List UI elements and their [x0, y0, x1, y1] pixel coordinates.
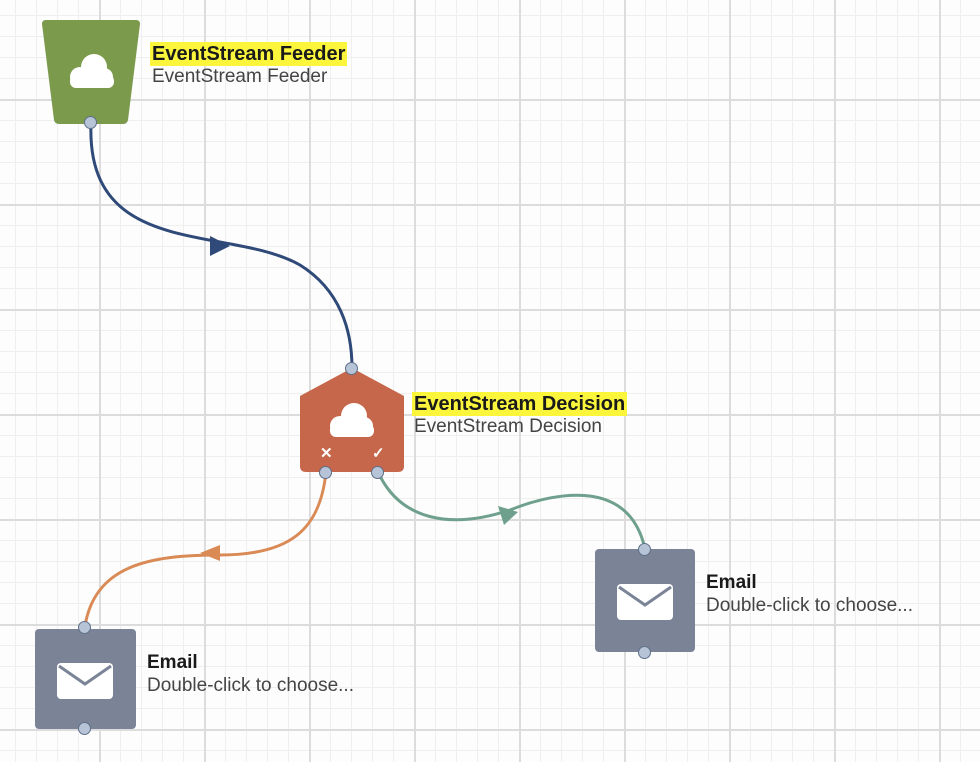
cloud-icon: [70, 54, 114, 88]
connector-decision-to-email-left[interactable]: [83, 471, 328, 627]
email-shape-right: [595, 549, 695, 652]
eventstream-decision-node[interactable]: [300, 368, 404, 472]
decision-input-port[interactable]: [345, 362, 358, 375]
decision-label: EventStream Decision EventStream Decisio…: [412, 392, 628, 439]
email-right-title: Email: [706, 572, 757, 593]
email-node-right[interactable]: [595, 549, 695, 652]
cloud-icon: [330, 403, 374, 437]
email-left-subtitle: Double-click to choose...: [147, 674, 354, 696]
feeder-output-port[interactable]: [84, 116, 97, 129]
envelope-icon: [617, 584, 673, 620]
email-left-label: Email Double-click to choose...: [145, 652, 356, 698]
email-right-subtitle: Double-click to choose...: [706, 594, 913, 616]
decision-false-port[interactable]: [319, 466, 332, 479]
email-node-left[interactable]: [35, 629, 136, 729]
envelope-icon: [57, 663, 113, 699]
connector-arrow-feeder-to-decision: [210, 236, 230, 256]
decision-false-mark: ✕: [320, 445, 333, 462]
feeder-shape: [42, 20, 140, 124]
decision-true-mark: ✓: [372, 445, 385, 462]
connector-arrow-decision-to-email-right: [498, 506, 518, 525]
email-right-label: Email Double-click to choose...: [704, 572, 915, 618]
connector-arrow-decision-to-email-left: [200, 545, 220, 561]
decision-title: EventStream Decision: [412, 392, 628, 416]
feeder-label: EventStream Feeder EventStream Feeder: [150, 42, 348, 89]
feeder-subtitle: EventStream Feeder: [152, 66, 328, 87]
decision-subtitle: EventStream Decision: [414, 416, 602, 437]
email-right-input-port[interactable]: [638, 543, 651, 556]
feeder-title: EventStream Feeder: [150, 42, 348, 66]
eventstream-feeder-node[interactable]: [40, 20, 142, 124]
email-left-title: Email: [147, 652, 198, 673]
email-left-input-port[interactable]: [78, 621, 91, 634]
connector-feeder-to-decision[interactable]: [89, 123, 354, 369]
decision-shape: [300, 368, 404, 472]
email-shape-left: [35, 629, 136, 729]
decision-true-port[interactable]: [371, 466, 384, 479]
email-right-output-port[interactable]: [638, 646, 651, 659]
email-left-output-port[interactable]: [78, 722, 91, 735]
